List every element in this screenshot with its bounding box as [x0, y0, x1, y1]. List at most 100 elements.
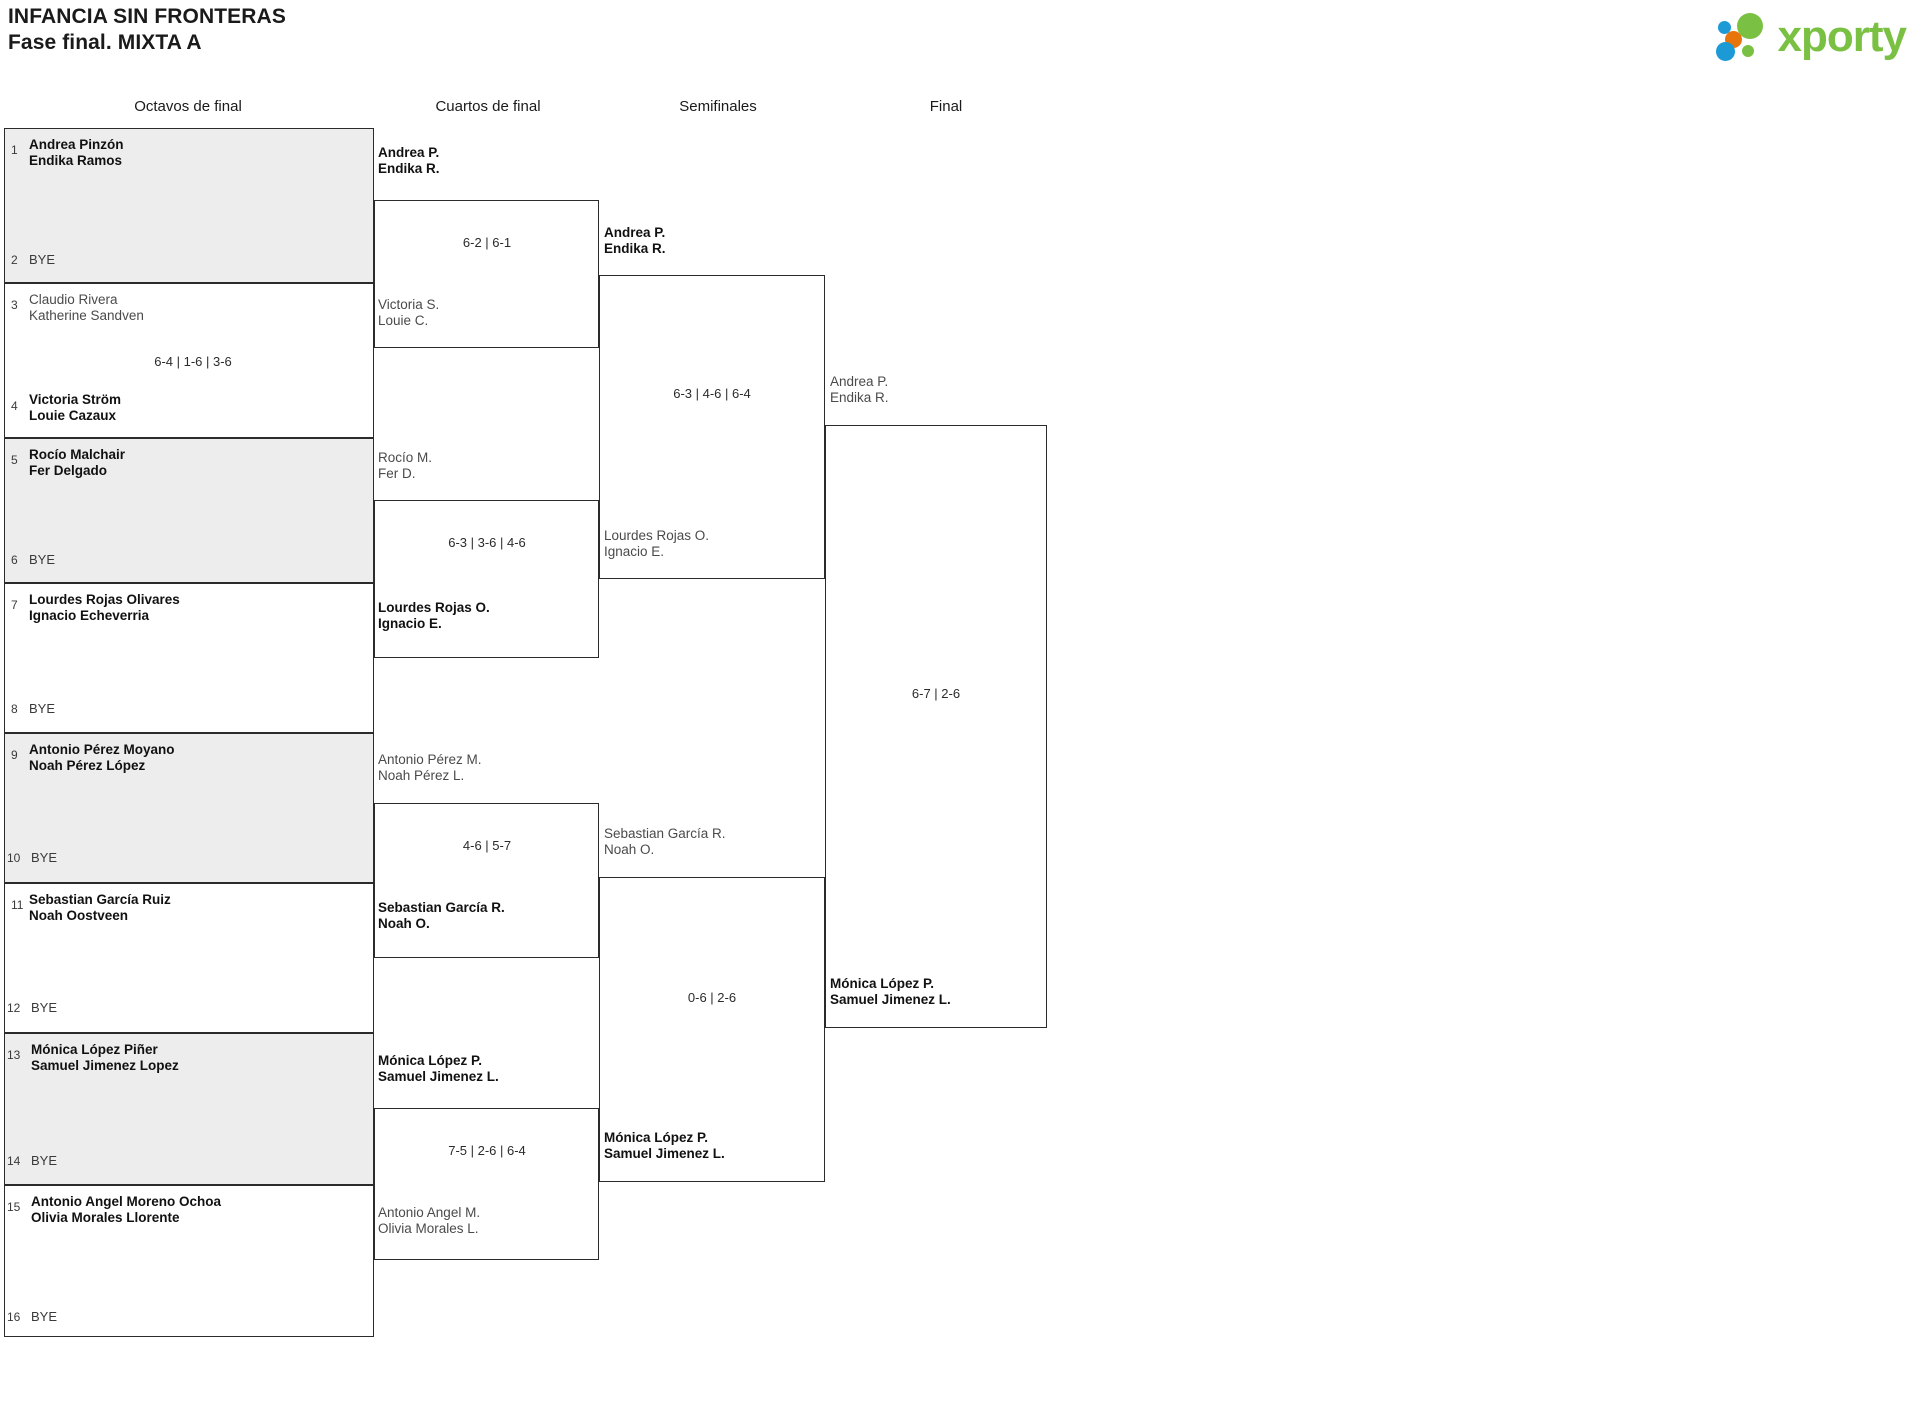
r1-match-3[interactable]: 5 Rocío Malchair Fer Delgado 6 BYE	[4, 438, 374, 583]
player-line-2: Ignacio E.	[378, 615, 442, 631]
r1-team-name: Sebastian García Ruiz Noah Oostveen	[29, 892, 171, 923]
player-line-1: Lourdes Rojas Olivares	[29, 592, 180, 607]
player-line-1: Lourdes Rojas O.	[604, 528, 710, 543]
player-line-2: Louie Cazaux	[29, 407, 117, 423]
player-line-2: Samuel Jimenez L.	[830, 991, 951, 1007]
sf-match-2-bottom-team: Mónica López P. Samuel Jimenez L.	[604, 1130, 725, 1161]
r1-match-8[interactable]: 15 Antonio Angel Moreno Ochoa Olivia Mor…	[4, 1185, 374, 1337]
seed-number: 5	[11, 453, 18, 467]
player-line-1: Claudio Rivera	[29, 292, 118, 307]
player-line-2: Ignacio Echeverria	[29, 607, 150, 623]
player-line-1: Rocío Malchair	[29, 447, 126, 462]
seed-number: 15	[7, 1200, 21, 1214]
player-line-1: Rocío M.	[378, 450, 433, 465]
bye-label: BYE	[29, 552, 56, 567]
player-line-2: Noah O.	[378, 915, 430, 931]
seed-number: 13	[7, 1048, 21, 1062]
seed-number: 7	[11, 598, 18, 612]
player-line-2: Fer Delgado	[29, 462, 108, 478]
round-heading-sf: Semifinales	[679, 98, 757, 115]
qf-match-2-bottom-team: Lourdes Rojas O. Ignacio E.	[378, 600, 490, 631]
qf-match-3-top-team: Antonio Pérez M. Noah Pérez L.	[378, 752, 482, 783]
player-line-2: Olivia Morales Llorente	[31, 1209, 180, 1225]
seed-number: 8	[11, 702, 18, 716]
player-line-1: Mónica López P.	[604, 1130, 709, 1145]
player-line-2: Fer D.	[378, 465, 416, 481]
seed-number: 3	[11, 298, 18, 312]
player-line-2: Olivia Morales L.	[378, 1220, 479, 1236]
qf-match-4-top-team: Mónica López P. Samuel Jimenez L.	[378, 1053, 499, 1084]
qf-match-1-box[interactable]	[374, 200, 599, 348]
player-line-2: Samuel Jimenez L.	[378, 1068, 499, 1084]
seed-number: 9	[11, 748, 18, 762]
player-line-2: Samuel Jimenez L.	[604, 1145, 725, 1161]
sf-match-2-score: 0-6 | 2-6	[687, 990, 737, 1005]
qf-match-3-box[interactable]	[374, 803, 599, 958]
round-heading-qf: Cuartos de final	[435, 98, 541, 115]
r1-team-name: Claudio Rivera Katherine Sandven	[29, 292, 144, 323]
r1-team-name: Mónica López Piñer Samuel Jimenez Lopez	[31, 1042, 179, 1073]
player-line-1: Andrea P.	[830, 374, 889, 389]
sf-match-1-score: 6-3 | 4-6 | 6-4	[673, 386, 751, 401]
r1-match-5[interactable]: 9 Antonio Pérez Moyano Noah Pérez López …	[4, 733, 374, 883]
round-heading-final: Final	[929, 98, 963, 115]
sf-match-1-top-team: Andrea P. Endika R.	[604, 225, 666, 256]
player-line-2: Endika R.	[830, 389, 889, 405]
page-header: INFANCIA SIN FRONTERAS Fase final. MIXTA…	[8, 4, 286, 56]
r1-match-6[interactable]: 11 Sebastian García Ruiz Noah Oostveen 1…	[4, 883, 374, 1033]
seed-number: 16	[7, 1310, 21, 1324]
r1-match-2[interactable]: 3 Claudio Rivera Katherine Sandven 6-4 |…	[4, 283, 374, 438]
r1-match-1[interactable]: 1 Andrea Pinzón Endika Ramos 2 BYE	[4, 128, 374, 283]
bye-label: BYE	[29, 252, 56, 267]
seed-number: 2	[11, 253, 18, 267]
player-line-1: Mónica López Piñer	[31, 1042, 158, 1057]
qf-match-2-score: 6-3 | 3-6 | 4-6	[448, 535, 526, 550]
r1-team-name: Antonio Angel Moreno Ochoa Olivia Morale…	[31, 1194, 221, 1225]
player-line-2: Samuel Jimenez Lopez	[31, 1057, 179, 1073]
sf-match-1-box[interactable]	[599, 275, 825, 579]
final-bottom-team: Mónica López P. Samuel Jimenez L.	[830, 976, 951, 1007]
seed-number: 10	[7, 851, 21, 865]
player-line-2: Noah Oostveen	[29, 907, 129, 923]
qf-match-4-bottom-team: Antonio Angel M. Olivia Morales L.	[378, 1205, 480, 1236]
qf-match-2-box[interactable]	[374, 500, 599, 658]
tournament-name: INFANCIA SIN FRONTERAS	[8, 5, 286, 28]
bye-label: BYE	[31, 1000, 58, 1015]
player-line-1: Andrea P.	[378, 145, 440, 160]
r1-match-4[interactable]: 7 Lourdes Rojas Olivares Ignacio Echever…	[4, 583, 374, 733]
player-line-2: Louie C.	[378, 312, 429, 328]
final-match-box[interactable]	[825, 425, 1047, 1028]
player-line-1: Antonio Angel M.	[378, 1205, 481, 1220]
player-line-2: Endika R.	[604, 240, 666, 256]
qf-match-4-box[interactable]	[374, 1108, 599, 1260]
seed-number: 1	[11, 143, 18, 157]
player-line-1: Antonio Angel Moreno Ochoa	[31, 1194, 221, 1209]
xporty-dots-icon	[1715, 12, 1772, 62]
seed-number: 12	[7, 1001, 21, 1015]
logo-wordmark: xporty	[1777, 12, 1907, 61]
r1-match-7[interactable]: 13 Mónica López Piñer Samuel Jimenez Lop…	[4, 1033, 374, 1185]
r1-team-name: Antonio Pérez Moyano Noah Pérez López	[29, 742, 175, 773]
player-line-1: Sebastian García R.	[378, 900, 505, 915]
r1-team-name: Lourdes Rojas Olivares Ignacio Echeverri…	[29, 592, 180, 623]
final-top-team: Andrea P. Endika R.	[830, 374, 889, 405]
player-line-1: Antonio Pérez Moyano	[29, 742, 175, 757]
r1-team-name: Andrea Pinzón Endika Ramos	[29, 137, 124, 168]
bye-label: BYE	[29, 701, 56, 716]
r1-team-name: Victoria Ström Louie Cazaux	[29, 392, 121, 423]
player-line-1: Mónica López P.	[830, 976, 935, 991]
sf-match-2-top-team: Sebastian García R. Noah O.	[604, 826, 726, 857]
seed-number: 4	[11, 399, 18, 413]
player-line-2: Endika Ramos	[29, 152, 123, 168]
r1-match-score: 6-4 | 1-6 | 3-6	[154, 354, 232, 369]
qf-match-1-top-team: Andrea P. Endika R.	[378, 145, 440, 176]
player-line-2: Katherine Sandven	[29, 307, 144, 323]
qf-match-3-score: 4-6 | 5-7	[462, 838, 512, 853]
player-line-2: Endika R.	[378, 160, 440, 176]
player-line-1: Sebastian García Ruiz	[29, 892, 171, 907]
player-line-1: Antonio Pérez M.	[378, 752, 482, 767]
qf-match-3-bottom-team: Sebastian García R. Noah O.	[378, 900, 505, 931]
sf-match-2-box[interactable]	[599, 877, 825, 1182]
bye-label: BYE	[31, 1309, 58, 1324]
sf-match-1-bottom-team: Lourdes Rojas O. Ignacio E.	[604, 528, 709, 559]
